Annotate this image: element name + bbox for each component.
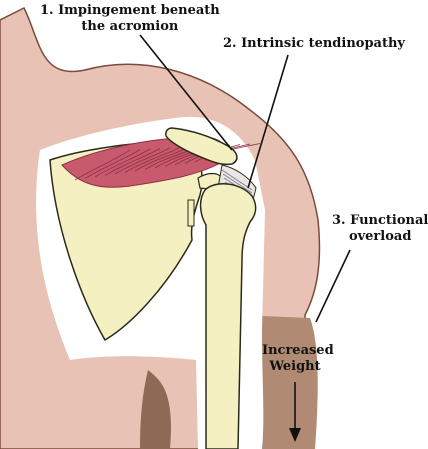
arm-shadow-left — [140, 370, 171, 449]
muscle-fibre — [74, 149, 131, 181]
label-tendinopathy-text: 2. Intrinsic tendinopathy — [223, 36, 405, 51]
label-overload-line2: overload — [348, 229, 412, 244]
label-overload: 3. Functional overload — [332, 213, 428, 245]
label-weight-line2: Weight — [269, 359, 321, 374]
label-tendinopathy: 2. Intrinsic tendinopathy — [223, 36, 405, 52]
label-impingement-line2: the acromion — [81, 19, 179, 34]
label-impingement: 1. Impingement beneath the acromion — [40, 3, 220, 35]
humerus — [199, 183, 257, 449]
muscle-fibre — [114, 147, 171, 175]
arm-weight-region — [258, 316, 318, 449]
label-overload-line1: 3. Functional — [332, 213, 428, 228]
tendon-fibre — [221, 169, 253, 191]
shoulder-diagram: 1. Impingement beneath the acromion 2. I… — [0, 3, 428, 449]
glenoid — [187, 199, 195, 227]
acromion — [165, 127, 238, 166]
label-impingement-line1: 1. Impingement beneath — [40, 3, 220, 18]
pointer-line-3 — [315, 249, 351, 323]
muscle-fibre — [124, 147, 181, 173]
muscle-fibre — [104, 148, 161, 176]
shoulder-illustration — [0, 6, 351, 449]
label-weight-line1: Increased — [262, 343, 334, 358]
muscle-fibre — [84, 149, 141, 179]
pointer-line-2 — [247, 54, 289, 189]
label-weight: Increased Weight — [262, 343, 334, 375]
weight-arrow-head — [289, 428, 301, 442]
tendon-fibre — [222, 173, 253, 194]
muscle-fibre — [94, 148, 151, 178]
pointer-line-1 — [139, 34, 233, 151]
